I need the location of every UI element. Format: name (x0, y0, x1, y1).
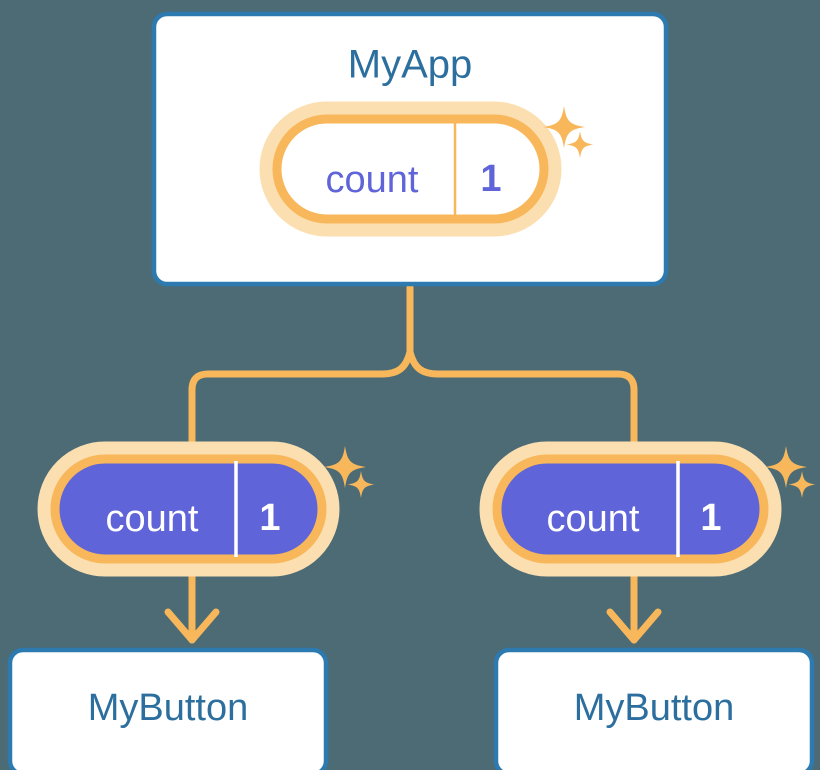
node-mybutton-left[interactable]: MyButton (7, 647, 329, 770)
state-pill-right[interactable]: count 1 (479, 441, 816, 577)
state-pill-left-key: count (106, 498, 199, 540)
state-pill-root-value: 1 (480, 158, 501, 200)
state-pill-root-key: count (326, 159, 419, 201)
sparkle-group-right (765, 446, 816, 498)
state-pill-right-halo (479, 441, 782, 577)
node-mybutton-right-label: MyButton (574, 687, 735, 729)
connector-fork-left (188, 348, 414, 459)
state-pill-right-key: count (547, 498, 640, 540)
node-mybutton-right-box (493, 647, 815, 770)
arrow-head-right (606, 608, 662, 644)
state-pill-left-value: 1 (259, 497, 280, 539)
state-pill-right-body (492, 454, 769, 564)
state-pill-root[interactable]: count 1 (259, 101, 594, 237)
sparkle-large-icon (324, 446, 366, 488)
node-mybutton-right[interactable]: MyButton (493, 647, 815, 770)
sparkle-group-left (324, 446, 375, 498)
state-pill-left[interactable]: count 1 (37, 441, 375, 577)
arrow-head-left (164, 608, 220, 644)
sparkle-small-icon (566, 131, 594, 158)
sparkle-small-icon (788, 471, 816, 498)
sparkle-small-icon (347, 471, 375, 498)
connector-fork-right (406, 348, 638, 459)
connector-group (164, 283, 662, 644)
sparkle-group-root (543, 106, 594, 158)
node-myapp-label: MyApp (348, 43, 473, 87)
state-pill-left-body (50, 454, 327, 564)
state-pill-right-value: 1 (700, 497, 721, 539)
node-mybutton-left-label: MyButton (88, 687, 249, 729)
node-mybutton-left-box (7, 647, 329, 770)
state-pill-left-halo (37, 441, 340, 577)
state-pill-root-halo (259, 101, 562, 237)
state-pill-root-body (272, 114, 549, 224)
sparkle-large-icon (765, 446, 807, 488)
sparkle-large-icon (543, 106, 585, 148)
